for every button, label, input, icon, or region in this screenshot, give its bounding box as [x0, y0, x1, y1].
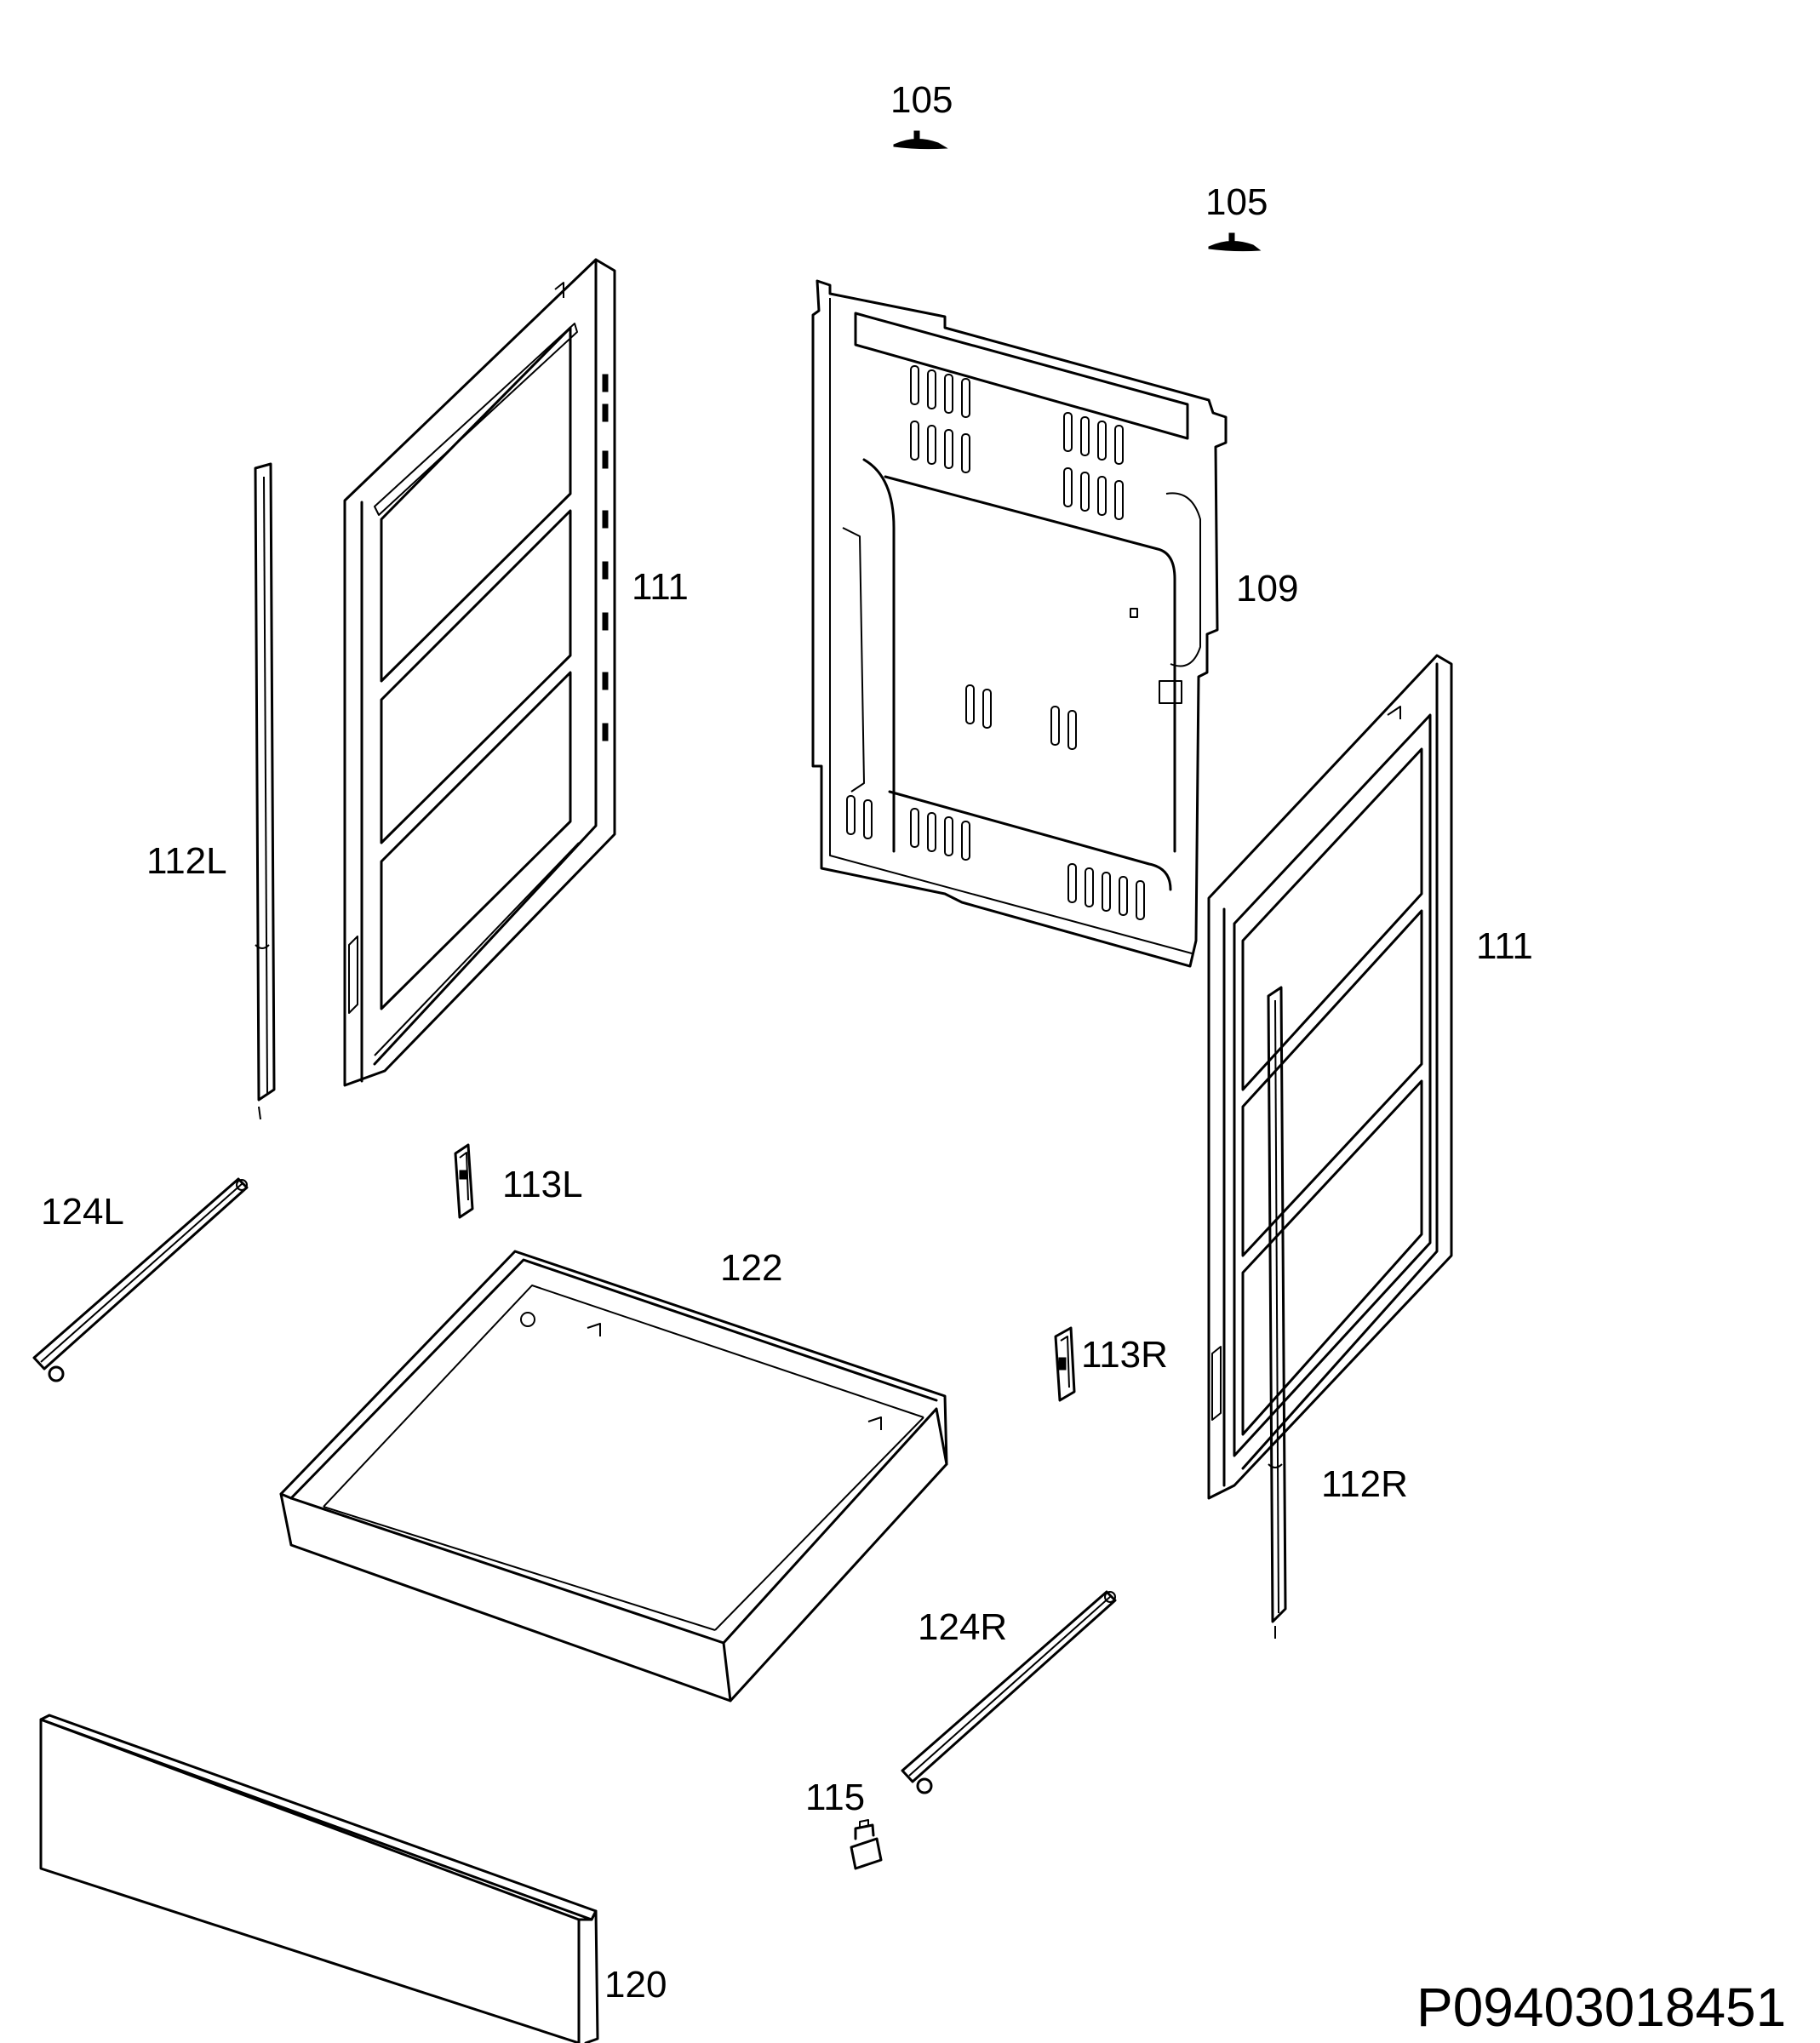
label-113L: 113L — [502, 1164, 583, 1205]
part-112L-rail — [254, 462, 276, 1120]
label-105-top: 105 — [890, 79, 953, 121]
label-115: 115 — [805, 1777, 866, 1818]
label-105-right: 105 — [1205, 181, 1268, 223]
label-113R: 113R — [1081, 1334, 1168, 1376]
label-109: 109 — [1236, 568, 1299, 609]
part-105-top-clip — [893, 130, 948, 150]
part-122-drawer-tray — [279, 1250, 948, 1702]
part-120-front-panel — [39, 1714, 599, 2043]
document-id: P09403018451 — [1417, 1977, 1787, 2038]
label-111-right: 111 — [1476, 925, 1533, 967]
part-113L-bracket — [454, 1143, 474, 1219]
label-120: 120 — [604, 1964, 667, 2006]
part-109-back-panel — [811, 279, 1228, 968]
part-124L-runner — [32, 1177, 249, 1382]
part-115-foot — [850, 1819, 883, 1870]
part-111-right-side-frame — [1207, 654, 1453, 1500]
part-113R-bracket — [1054, 1326, 1076, 1402]
label-112R: 112R — [1321, 1463, 1408, 1505]
part-112R-rail — [1267, 986, 1287, 1639]
label-112L: 112L — [146, 840, 227, 882]
part-105-right-clip — [1208, 232, 1262, 252]
label-124L: 124L — [41, 1191, 124, 1233]
label-111-left: 111 — [632, 566, 689, 608]
part-111-left-side-frame — [343, 258, 616, 1087]
part-124R-runner — [901, 1590, 1117, 1794]
label-122: 122 — [720, 1247, 783, 1289]
label-124R: 124R — [918, 1606, 1008, 1648]
